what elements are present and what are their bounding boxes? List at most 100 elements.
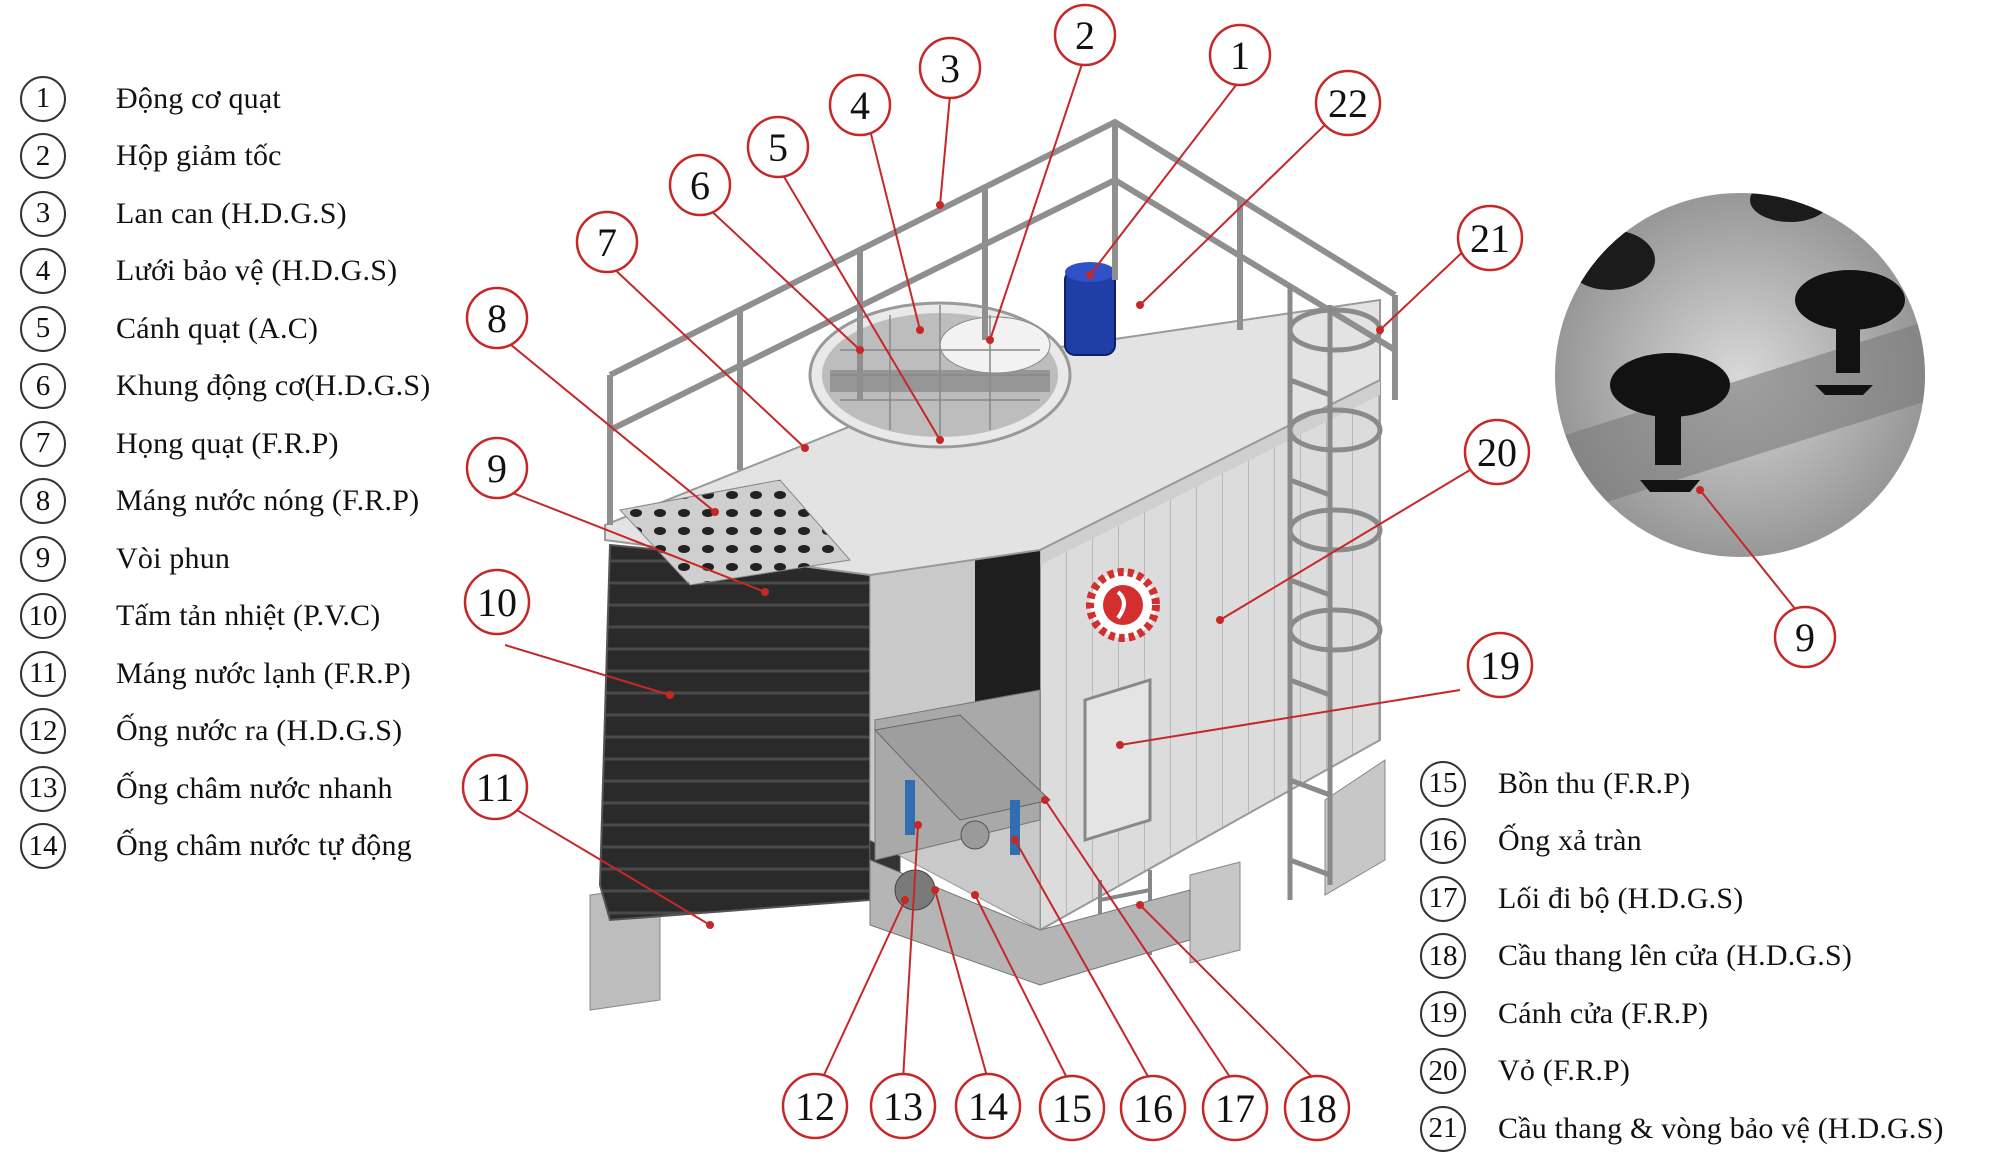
legend-item-15: 15 Bồn thu (F.R.P): [1420, 755, 1944, 813]
legend-label: Cánh cửa (F.R.P): [1498, 996, 1709, 1030]
callout-8: 8: [465, 286, 529, 350]
legend-item-6: 6 Khung động cơ(H.D.G.S): [20, 358, 430, 416]
legend-label: Lối đi bộ (H.D.G.S): [1498, 881, 1744, 915]
legend-number: 12: [20, 708, 66, 755]
svg-text:16: 16: [1133, 1086, 1173, 1131]
legend-label: Cầu thang & vòng bảo vệ (H.D.G.S): [1498, 1111, 1944, 1145]
svg-text:3: 3: [940, 46, 960, 91]
legend-label: Vòi phun: [116, 541, 231, 575]
callout-16: 16: [1119, 1074, 1187, 1142]
legend-item-2: 2 Hộp giảm tốc: [20, 128, 430, 186]
callout-6: 6: [668, 153, 732, 217]
legend-left: 1 Động cơ quạt 2 Hộp giảm tốc 3 Lan can …: [20, 70, 430, 875]
svg-text:22: 22: [1328, 81, 1368, 126]
callout-21: 21: [1456, 204, 1524, 272]
callout-9: 9: [465, 436, 529, 500]
legend-item-7: 7 Họng quạt (F.R.P): [20, 415, 430, 473]
legend-label: Động cơ quạt: [116, 81, 281, 115]
legend-label: Máng nước lạnh (F.R.P): [116, 656, 411, 690]
callout-22: 22: [1314, 69, 1382, 137]
svg-text:19: 19: [1480, 643, 1520, 688]
legend-item-17: 17 Lối đi bộ (H.D.G.S): [1420, 870, 1944, 928]
access-door: [1083, 677, 1152, 843]
legend-label: Tấm tản nhiệt (P.V.C): [116, 599, 381, 633]
legend-number: 3: [20, 190, 66, 237]
callout-15: 15: [1038, 1074, 1106, 1142]
svg-text:2: 2: [1075, 13, 1095, 58]
legend-item-3: 3 Lan can (H.D.G.S): [20, 185, 430, 243]
fan-stack: [808, 301, 1072, 449]
legend-label: Ống châm nước tự động: [116, 829, 412, 863]
svg-text:21: 21: [1470, 216, 1510, 261]
legend-number: 8: [20, 478, 66, 525]
legend-number: 6: [20, 363, 66, 410]
legend-number: 20: [1420, 1048, 1466, 1095]
legend-item-9: 9 Vòi phun: [20, 530, 430, 588]
svg-text:10: 10: [477, 580, 517, 625]
nozzle-detail-inset: [1555, 193, 1925, 557]
legend-item-12: 12 Ống nước ra (H.D.G.S): [20, 703, 430, 761]
legend-number: 15: [1420, 760, 1466, 807]
svg-text:9: 9: [1795, 615, 1815, 660]
legend-number: 4: [20, 248, 66, 295]
legend-number: 19: [1420, 990, 1466, 1037]
callout-circles: 1 2 3 4 5 6 7 8 9 10 11 12 13 14 15: [461, 3, 1837, 1142]
svg-text:1: 1: [1230, 33, 1250, 78]
legend-item-11: 11 Máng nước lạnh (F.R.P): [20, 645, 430, 703]
legend-number: 7: [20, 420, 66, 467]
legend-item-13: 13 Ống châm nước nhanh: [20, 760, 430, 818]
legend-item-5: 5 Cánh quạt (A.C): [20, 300, 430, 358]
brand-logo: [1086, 568, 1160, 642]
legend-label: Họng quạt (F.R.P): [116, 426, 339, 460]
svg-text:18: 18: [1297, 1086, 1337, 1131]
legend-label: Cầu thang lên cửa (H.D.G.S): [1498, 939, 1853, 973]
legend-label: Hộp giảm tốc: [116, 139, 282, 173]
svg-text:15: 15: [1052, 1086, 1092, 1131]
callout-18: 18: [1283, 1074, 1351, 1142]
svg-text:12: 12: [795, 1084, 835, 1129]
svg-text:11: 11: [476, 765, 515, 810]
callout-17: 17: [1201, 1074, 1269, 1142]
svg-text:4: 4: [850, 83, 870, 128]
legend-label: Ống xả tràn: [1498, 824, 1642, 858]
legend-label: Khung động cơ(H.D.G.S): [116, 369, 431, 403]
legend-number: 2: [20, 133, 66, 180]
callout-12: 12: [781, 1072, 849, 1140]
callout-3: 3: [918, 36, 982, 100]
legend-right: 15 Bồn thu (F.R.P) 16 Ống xả tràn 17 Lối…: [1420, 755, 1944, 1158]
callout-10: 10: [463, 568, 531, 636]
callout-20: 20: [1463, 418, 1531, 486]
callout-dots: [666, 201, 1704, 929]
legend-item-14: 14 Ống châm nước tự động: [20, 818, 430, 876]
svg-text:5: 5: [768, 125, 788, 170]
callout-9-detail: 9: [1773, 605, 1837, 669]
legend-number: 9: [20, 535, 66, 582]
legend-item-20: 20 Vỏ (F.R.P): [1420, 1043, 1944, 1101]
callout-5: 5: [746, 115, 810, 179]
legend-number: 11: [20, 650, 66, 697]
legend-label: Bồn thu (F.R.P): [1498, 766, 1691, 800]
svg-text:9: 9: [487, 446, 507, 491]
svg-text:20: 20: [1477, 430, 1517, 475]
callout-11: 11: [461, 753, 529, 821]
legend-number: 10: [20, 593, 66, 640]
handrail: [607, 118, 1398, 525]
legend-label: Vỏ (F.R.P): [1498, 1054, 1631, 1088]
callout-2: 2: [1053, 3, 1117, 67]
svg-text:17: 17: [1215, 1086, 1255, 1131]
legend-number: 1: [20, 75, 66, 122]
legend-number: 14: [20, 823, 66, 870]
callout-4: 4: [828, 73, 892, 137]
callout-1: 1: [1208, 23, 1272, 87]
legend-label: Cánh quạt (A.C): [116, 311, 319, 345]
legend-number: 16: [1420, 818, 1466, 865]
legend-number: 18: [1420, 933, 1466, 980]
legend-item-18: 18 Cầu thang lên cửa (H.D.G.S): [1420, 928, 1944, 986]
legend-item-19: 19 Cánh cửa (F.R.P): [1420, 985, 1944, 1043]
legend-item-16: 16 Ống xả tràn: [1420, 813, 1944, 871]
legend-item-8: 8 Máng nước nóng (F.R.P): [20, 473, 430, 531]
legend-label: Ống nước ra (H.D.G.S): [116, 714, 403, 748]
svg-text:13: 13: [883, 1084, 923, 1129]
svg-text:7: 7: [597, 220, 617, 265]
